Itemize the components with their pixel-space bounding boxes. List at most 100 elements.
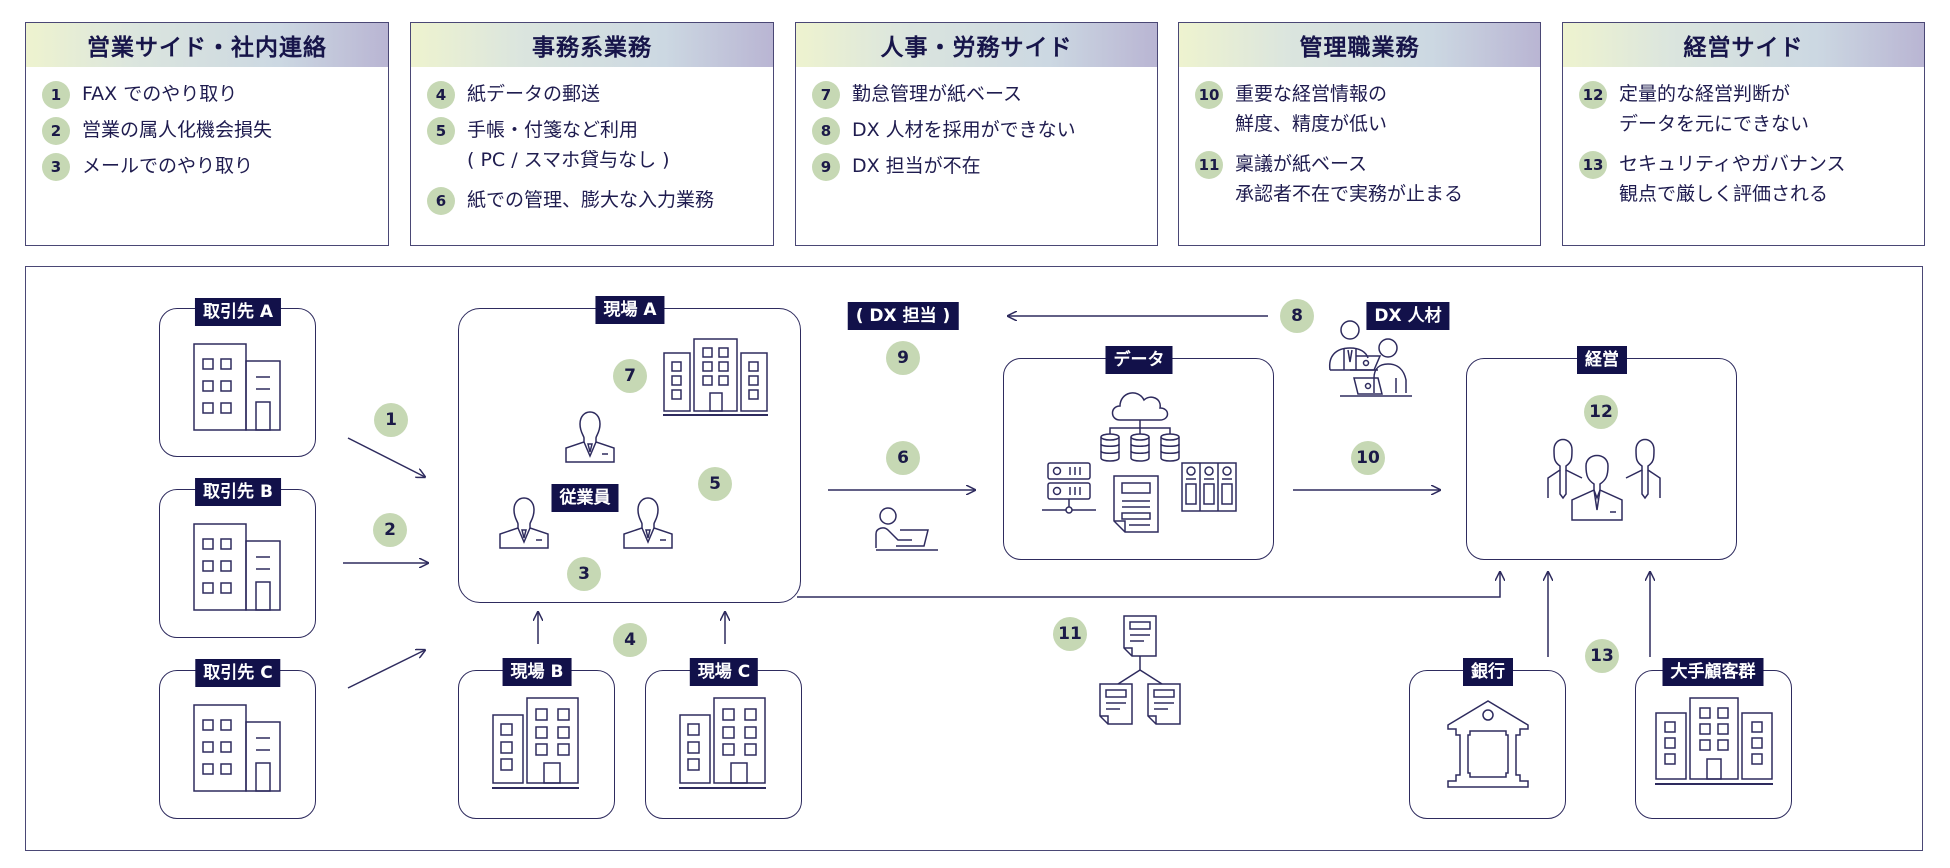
item-text: 重要な経営情報の 鮮度、精度が低い xyxy=(1235,83,1388,135)
list-item: 1 FAX でのやり取り xyxy=(42,79,372,109)
bank-icon xyxy=(1446,699,1530,789)
number-badge-8: 8 xyxy=(1280,299,1314,333)
item-text: 勤怠管理が紙ベース xyxy=(852,83,1023,105)
tag-data: データ xyxy=(1105,346,1173,374)
tag-employees: 従業員 xyxy=(551,484,619,512)
card-title: 経営サイド xyxy=(1563,23,1924,67)
list-item: 4 紙データの郵送 xyxy=(427,79,757,109)
approval-flow-icon xyxy=(1098,614,1182,734)
tag-dx-owner: ( DX 担当 ) xyxy=(847,302,959,330)
tag-major-clients: 大手顧客群 xyxy=(1662,658,1764,686)
number-badge-10: 10 xyxy=(1351,441,1385,475)
executives-icon xyxy=(1530,436,1678,522)
card-managers: 管理職業務 10 重要な経営情報の 鮮度、精度が低い 11 稟議が紙ベース 承認者不… xyxy=(1178,22,1541,246)
bank-box xyxy=(1409,670,1566,819)
number-badge-6: 6 xyxy=(886,441,920,475)
office-complex-icon xyxy=(1655,697,1773,787)
item-text: DX 人材を採用ができない xyxy=(852,119,1076,141)
item-text: 手帳・付箋など利用 ( PC / スマホ貸与なし ) xyxy=(467,119,670,171)
employee-icon xyxy=(620,490,676,550)
item-text: 稟議が紙ベース 承認者不在で実務が止まる xyxy=(1235,153,1464,205)
number-badge: 4 xyxy=(427,81,455,109)
number-badge: 8 xyxy=(812,117,840,145)
tag-partner-a: 取引先 A xyxy=(194,298,282,326)
major-clients-box xyxy=(1635,670,1792,819)
employee-icon xyxy=(562,404,618,464)
tag-site-b: 現場 B xyxy=(502,658,572,686)
card-hr: 人事・労務サイド 7 勤怠管理が紙ベース 8 DX 人材を採用ができない 9 DX 担… xyxy=(795,22,1158,246)
item-text: メールでのやり取り xyxy=(82,155,254,177)
line-site-to-management xyxy=(797,572,1500,598)
tag-partner-c: 取引先 C xyxy=(195,659,281,687)
card-executive: 経営サイド 12 定量的な経営判断が データを元にできない 13 セキュリティやガバ… xyxy=(1562,22,1925,246)
office-building-icon xyxy=(193,343,281,431)
list-item: 3 メールでのやり取り xyxy=(42,151,372,181)
number-badge: 6 xyxy=(427,187,455,215)
number-badge: 10 xyxy=(1195,81,1223,109)
document-icon xyxy=(1113,475,1159,533)
number-badge: 12 xyxy=(1579,81,1607,109)
site-a-box xyxy=(458,308,801,603)
item-text: 営業の属人化機会損失 xyxy=(82,119,273,141)
number-badge-12: 12 xyxy=(1584,395,1618,429)
office-building-icon xyxy=(193,704,281,792)
number-badge-7: 7 xyxy=(613,359,647,393)
card-title: 営業サイド・社内連絡 xyxy=(26,23,388,67)
dx-talent-icon xyxy=(1322,318,1418,400)
number-badge-3: 3 xyxy=(567,557,601,591)
card-sales: 営業サイド・社内連絡 1 FAX でのやり取り 2 営業の属人化機会損失 3 メールで… xyxy=(25,22,389,246)
number-badge: 3 xyxy=(42,153,70,181)
number-badge-9: 9 xyxy=(886,341,920,375)
list-item: 2 営業の属人化機会損失 xyxy=(42,115,372,145)
arrow-partner-c xyxy=(347,650,425,689)
office-building-icon xyxy=(193,523,281,611)
number-badge-5: 5 xyxy=(698,467,732,501)
tag-management: 経営 xyxy=(1577,346,1627,374)
tag-partner-b: 取引先 B xyxy=(195,478,281,506)
arrow-partner-a xyxy=(347,437,425,477)
item-text: 紙データの郵送 xyxy=(467,83,601,105)
item-text: 定量的な経営判断が データを元にできない xyxy=(1619,83,1810,135)
building-icon xyxy=(679,697,769,792)
item-text: セキュリティやガバナンス 観点で厳しく評価される xyxy=(1619,153,1846,205)
list-item: 9 DX 担当が不在 xyxy=(812,151,1141,181)
list-item: 10 重要な経営情報の 鮮度、精度が低い xyxy=(1195,79,1524,139)
item-text: DX 担当が不在 xyxy=(852,155,981,177)
diagram-panel xyxy=(25,266,1923,851)
tag-site-c: 現場 C xyxy=(689,658,759,686)
employee-icon xyxy=(496,490,552,550)
number-badge: 9 xyxy=(812,153,840,181)
card-title: 人事・労務サイド xyxy=(796,23,1157,67)
number-badge: 2 xyxy=(42,117,70,145)
server-icon xyxy=(1040,461,1096,517)
card-title: 事務系業務 xyxy=(411,23,773,67)
cloud-database-icon xyxy=(1098,388,1184,464)
card-office-work: 事務系業務 4 紙データの郵送 5 手帳・付箋など利用 ( PC / スマホ貸与なし… xyxy=(410,22,774,246)
number-badge: 5 xyxy=(427,117,455,145)
tag-bank: 銀行 xyxy=(1463,658,1513,686)
card-title: 管理職業務 xyxy=(1179,23,1540,67)
list-item: 8 DX 人材を採用ができない xyxy=(812,115,1141,145)
file-binders-icon xyxy=(1181,462,1237,512)
person-laptop-icon xyxy=(872,506,942,556)
management-box xyxy=(1466,358,1737,560)
number-badge-11: 11 xyxy=(1053,617,1087,651)
partner-b-box xyxy=(159,489,316,638)
tag-site-a: 現場 A xyxy=(595,296,665,324)
office-complex-icon xyxy=(663,338,769,418)
number-badge: 11 xyxy=(1195,151,1223,179)
number-badge: 7 xyxy=(812,81,840,109)
list-item: 7 勤怠管理が紙ベース xyxy=(812,79,1141,109)
number-badge-2: 2 xyxy=(373,513,407,547)
number-badge: 13 xyxy=(1579,151,1607,179)
list-item: 5 手帳・付箋など利用 ( PC / スマホ貸与なし ) xyxy=(427,115,757,175)
number-badge-4: 4 xyxy=(613,623,647,657)
number-badge-13: 13 xyxy=(1585,639,1619,673)
data-box xyxy=(1003,358,1274,560)
item-text: FAX でのやり取り xyxy=(82,83,238,105)
list-item: 13 セキュリティやガバナンス 観点で厳しく評価される xyxy=(1579,149,1908,209)
number-badge: 1 xyxy=(42,81,70,109)
list-item: 12 定量的な経営判断が データを元にできない xyxy=(1579,79,1908,139)
number-badge-1: 1 xyxy=(374,403,408,437)
